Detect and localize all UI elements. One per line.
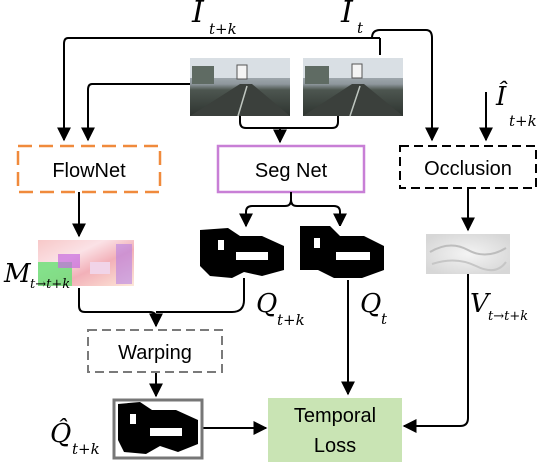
- lower-connectors: [78, 274, 469, 435]
- label-seg-t: Q t: [360, 289, 388, 328]
- svg-text:t: t: [381, 310, 388, 328]
- svg-text:I: I: [340, 0, 354, 30]
- module-connectors: [72, 188, 475, 238]
- flow-map-image: [38, 240, 134, 286]
- warped-seg-image: [112, 398, 204, 460]
- svg-text:FlowNet: FlowNet: [52, 160, 126, 182]
- svg-text:t+k: t+k: [509, 112, 537, 130]
- label-frame-tk-hat: Î t+k: [495, 80, 537, 130]
- flownet-box: FlowNet: [16, 144, 162, 194]
- input-connectors: [64, 29, 493, 142]
- svg-text:Seg Net: Seg Net: [255, 160, 328, 182]
- svg-text:Î: Î: [495, 80, 508, 112]
- svg-text:Q: Q: [360, 289, 381, 319]
- svg-text:Q: Q: [256, 289, 277, 319]
- svg-text:t: t: [357, 19, 364, 37]
- svg-text:t→t+k: t→t+k: [488, 309, 528, 324]
- svg-text:t+k: t+k: [209, 20, 237, 38]
- occlusion-box: Occlusion: [399, 145, 537, 189]
- svg-text:t+k: t+k: [72, 440, 100, 458]
- label-warped-seg: Q̂ t+k: [50, 418, 100, 458]
- seg-mask-tk: [200, 228, 284, 278]
- seg-mask-t: [298, 226, 384, 278]
- input-image-t: [303, 58, 403, 117]
- label-seg-tk: Q t+k: [256, 289, 305, 329]
- input-image-tk: [190, 58, 290, 117]
- svg-text:Q̂: Q̂: [50, 418, 71, 449]
- warping-box: Warping: [87, 329, 223, 373]
- svg-text:Occlusion: Occlusion: [424, 158, 512, 180]
- segnet-box: Seg Net: [216, 144, 366, 194]
- svg-text:Warping: Warping: [118, 342, 192, 364]
- temporal-loss-box: Temporal Loss: [268, 398, 402, 462]
- label-frame-tk: I t+k: [191, 0, 237, 38]
- svg-text:I: I: [191, 0, 205, 30]
- svg-text:Loss: Loss: [314, 435, 356, 457]
- svg-text:t+k: t+k: [277, 311, 305, 329]
- svg-text:t→t+k: t→t+k: [30, 277, 70, 292]
- label-visibility: V t→t+k: [470, 289, 528, 324]
- visibility-map-image: [426, 234, 510, 274]
- label-flow-map: M t→t+k: [3, 259, 70, 292]
- svg-text:M: M: [3, 259, 32, 289]
- label-frame-t: I t: [340, 0, 364, 37]
- svg-text:V: V: [470, 289, 491, 319]
- svg-text:Temporal: Temporal: [294, 405, 376, 427]
